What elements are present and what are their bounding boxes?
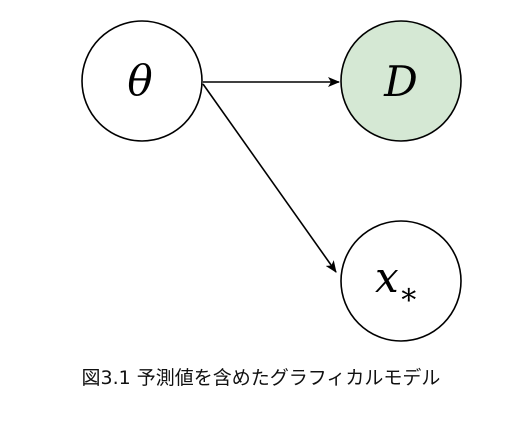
- edge-theta-to-x-star: [202, 83, 337, 273]
- node-x-star-main: x: [375, 253, 399, 302]
- node-x-star-subscript: ∗: [399, 277, 419, 312]
- node-theta: θ: [81, 20, 203, 142]
- node-x-star: x∗: [340, 220, 462, 342]
- node-theta-label: θ: [127, 56, 152, 105]
- figure-caption: 図3.1 予測値を含めたグラフィカルモデル: [81, 367, 441, 389]
- node-D-label: D: [383, 57, 418, 106]
- node-D: D: [340, 20, 462, 142]
- node-x-star-label: x∗: [375, 253, 419, 312]
